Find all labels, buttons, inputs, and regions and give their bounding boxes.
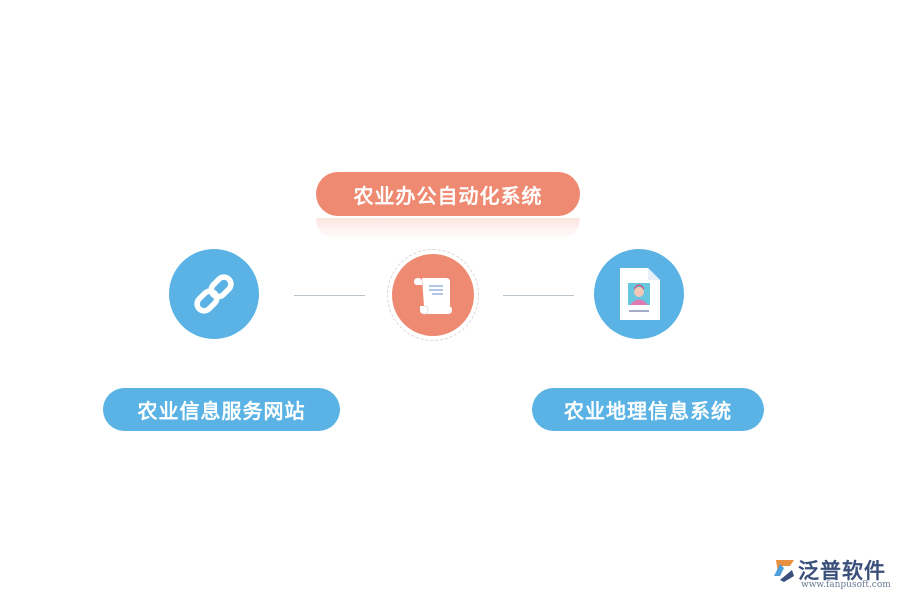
right-system-label: 农业地理信息系统 <box>532 388 764 431</box>
middle-icon-ring <box>387 249 479 341</box>
link-chain-icon <box>169 249 259 339</box>
connector-left <box>294 295 365 296</box>
logo-url: www.fanpusoft.com <box>801 580 891 590</box>
top-system-label: 农业办公自动化系统 <box>316 172 580 216</box>
logo-name: 泛普软件 <box>798 559 886 583</box>
top-system-label-text: 农业办公自动化系统 <box>353 183 543 208</box>
scroll-document-icon <box>392 254 474 336</box>
left-system-label: 农业信息服务网站 <box>103 388 340 431</box>
left-system-label-text: 农业信息服务网站 <box>137 399 306 423</box>
connector-right <box>503 295 574 296</box>
top-label-reflection <box>316 218 580 240</box>
fanpu-logo-mark <box>774 560 794 582</box>
right-system-label-text: 农业地理信息系统 <box>564 399 732 423</box>
profile-document-icon <box>594 249 684 339</box>
